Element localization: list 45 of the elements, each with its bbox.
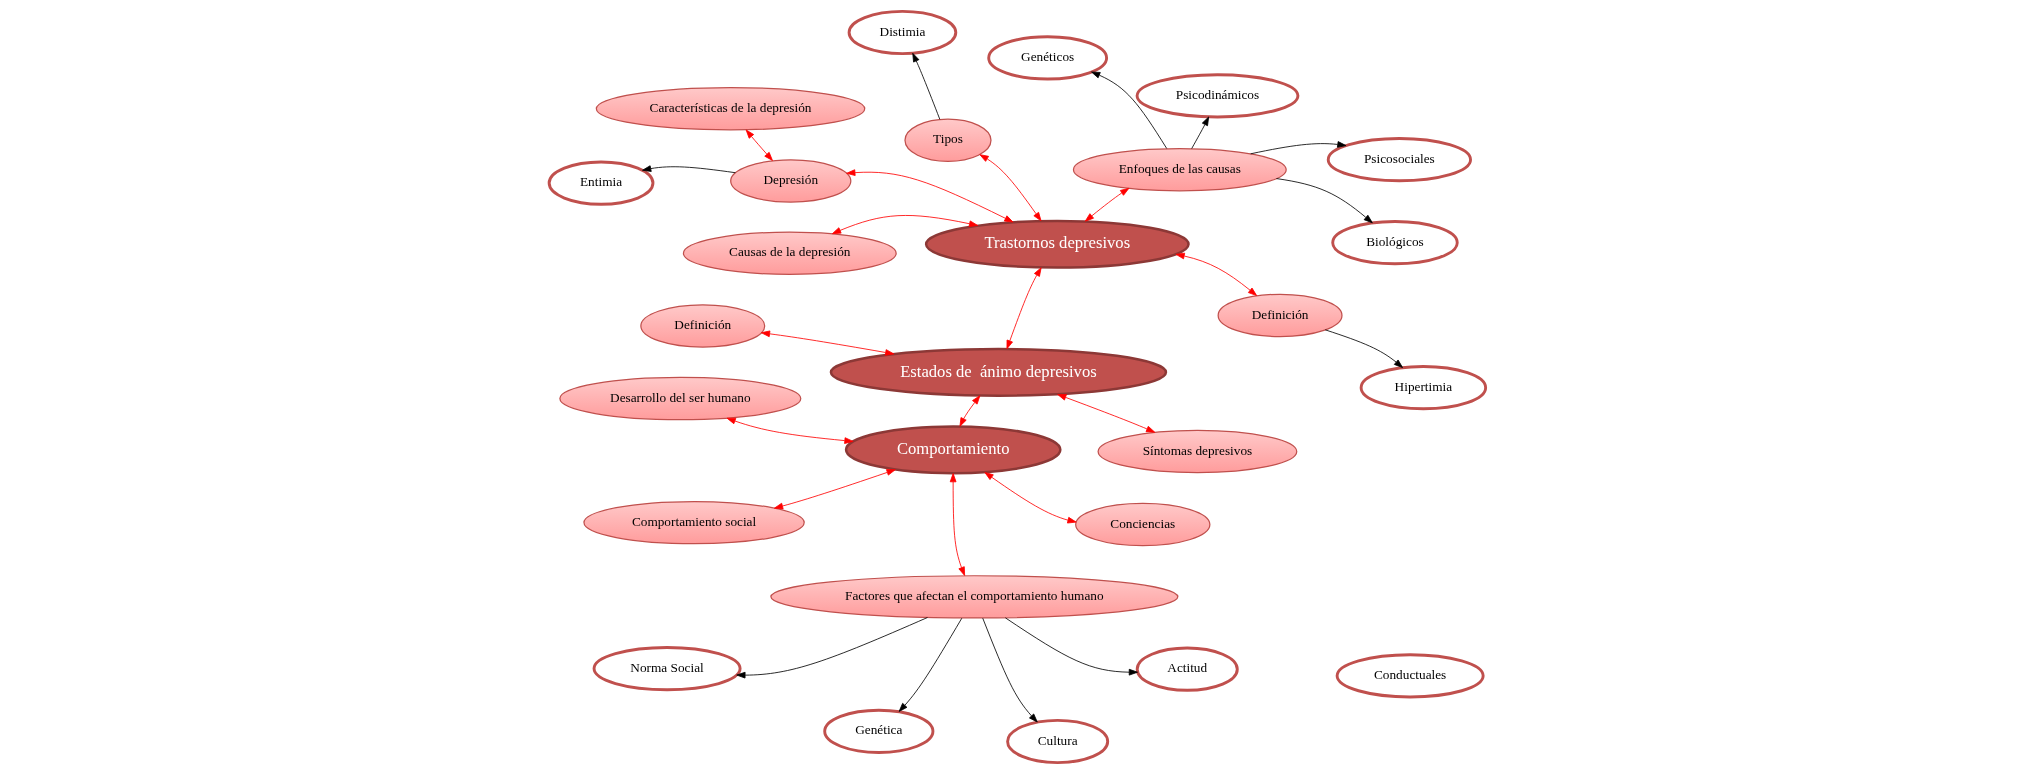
- arrow: [1324, 329, 1403, 368]
- arrow: [846, 169, 1014, 223]
- node-ellipse: Características de la depresión: [595, 86, 866, 131]
- arrow: [745, 129, 773, 161]
- arrow: [1004, 617, 1138, 676]
- arrow: [949, 473, 966, 576]
- node-ellipse: Cultura: [1006, 718, 1110, 765]
- arrow: [773, 469, 896, 510]
- arrow: [959, 395, 981, 427]
- arrow: [1191, 116, 1210, 149]
- arrow: [1276, 178, 1373, 224]
- node-ellipse: Distimia: [847, 9, 958, 56]
- arrow: [982, 617, 1038, 723]
- node-ellipse: Definición: [1217, 293, 1343, 338]
- arrow: [984, 472, 1077, 524]
- node-ellipse: Enfoques de las causas: [1072, 147, 1287, 192]
- arrow: [979, 154, 1042, 222]
- node-ellipse: Norma Social: [592, 646, 742, 692]
- node-ellipse: Psicosociales: [1326, 137, 1472, 183]
- arrow: [1175, 252, 1258, 296]
- node-ellipse: Biológicos: [1331, 220, 1459, 266]
- arrow: [1091, 71, 1168, 149]
- node-ellipse: Actitud: [1135, 646, 1239, 692]
- arrow: [760, 330, 895, 356]
- node-ellipse: Hipertimia: [1359, 365, 1488, 411]
- arrow: [1250, 141, 1347, 155]
- node-ellipse: Psicodinámicos: [1135, 73, 1300, 119]
- arrow: [1057, 394, 1156, 433]
- node-ellipse: Depresión: [730, 159, 852, 203]
- arrow: [642, 165, 736, 174]
- arrow: [1084, 187, 1130, 222]
- node-ellipse: Definición: [640, 304, 766, 348]
- node-ellipse: Síntomas depresivos: [1097, 429, 1298, 474]
- arrow: [898, 617, 963, 712]
- arrow: [831, 215, 979, 235]
- arrow: [912, 52, 941, 120]
- arrow: [736, 617, 928, 679]
- arrow: [1006, 267, 1042, 350]
- node-ellipse: Genética: [823, 708, 935, 754]
- arrow: [726, 417, 854, 444]
- node-ellipse: Desarrollo del ser humano: [559, 376, 802, 421]
- node-ellipse: Conciencias: [1075, 502, 1211, 547]
- node-ellipse: Causas de la depresión: [682, 231, 897, 275]
- node-ellipse: Conductuales: [1335, 653, 1485, 699]
- node-ellipse: Factores que afectan el comportamiento humano: [770, 575, 1179, 619]
